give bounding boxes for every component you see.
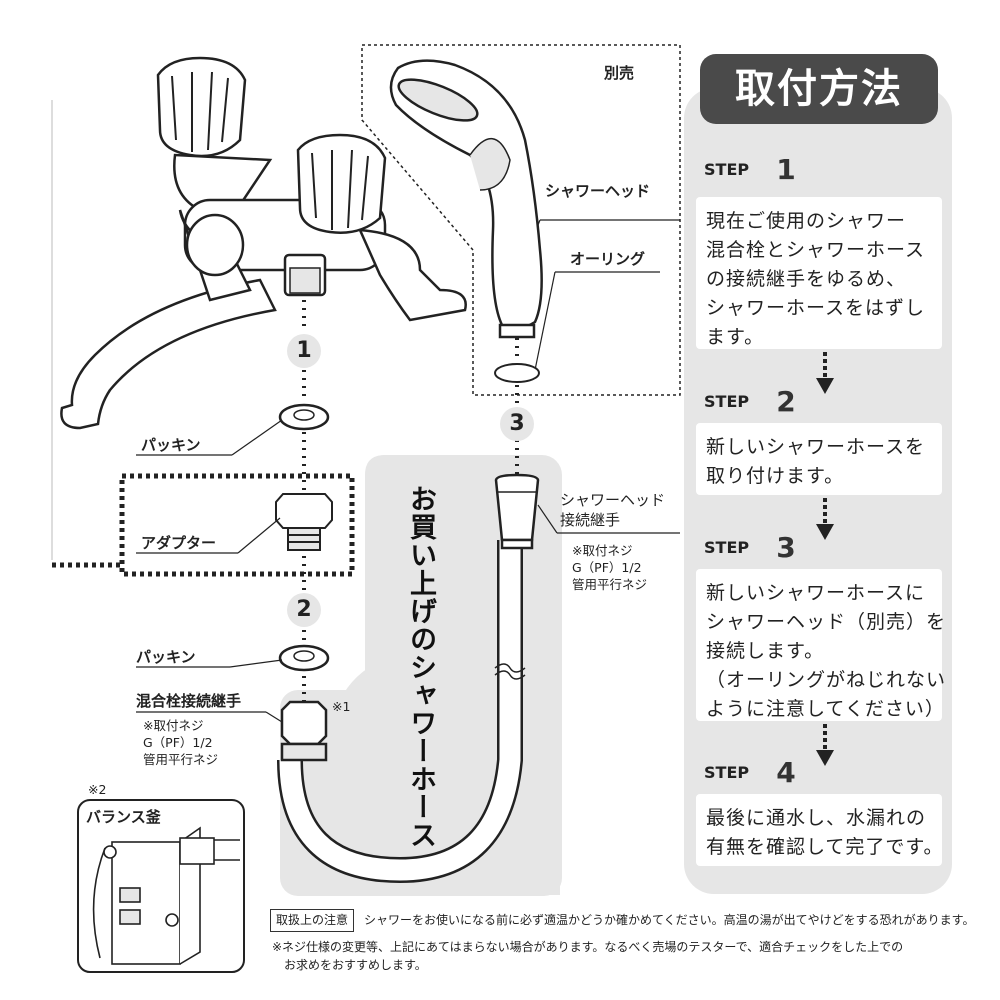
arrow-down-icon — [816, 352, 834, 394]
step-4-box: 最後に通水し、水漏れの 有無を確認して完了です。 — [696, 794, 944, 866]
shower-head-label: シャワーヘッド — [545, 182, 651, 200]
o-ring-label: オーリング — [570, 250, 646, 268]
sold-separately-label: 別売 — [604, 64, 635, 82]
mixer-joint-label: 混合栓接続継手 — [136, 692, 242, 710]
step-3-box: 新しいシャワーホースに シャワーヘッド（別売）を 接続します。 （オーリングがね… — [696, 569, 947, 721]
packing-label: パッキン — [141, 436, 201, 454]
step-number: 3 — [766, 528, 806, 568]
arrow-down-icon — [816, 724, 834, 766]
arrow-down-icon — [816, 498, 834, 540]
step-number: 1 — [766, 150, 806, 190]
footnote-mark-2: ※2 — [88, 782, 107, 797]
step-marker-3: 3 — [500, 407, 534, 441]
step-4-text: 最後に通水し、水漏れの 有無を確認して完了です。 — [706, 807, 944, 858]
step-2-box: 新しいシャワーホースを 取り付けます。 — [696, 423, 942, 495]
shower-head-drawing — [389, 59, 543, 339]
step-word: STEP — [704, 538, 750, 557]
head-joint-note: ※取付ネジ G（PF）1/2 管用平行ネジ — [572, 543, 648, 592]
step-number: 2 — [766, 382, 806, 422]
step-word: STEP — [704, 763, 750, 782]
step-1-text: 現在ご使用のシャワー 混合栓とシャワーホース の接続継手をゆるめ、 シャワーホー… — [706, 210, 926, 348]
step-marker-1: 1 — [287, 334, 321, 368]
hose-title: お買い上げのシャワーホース — [405, 485, 436, 849]
caution-tag: 取扱上の注意 — [270, 909, 355, 932]
step-marker-2: 2 — [287, 593, 321, 627]
balance-pot-label: バランス釜 — [86, 808, 161, 826]
faucet-drawing — [60, 56, 467, 430]
step-word: STEP — [704, 392, 750, 411]
step-1-box: 現在ご使用のシャワー 混合栓とシャワーホース の接続継手をゆるめ、 シャワーホー… — [696, 197, 942, 349]
packing-label: パッキン — [136, 648, 196, 666]
adapter-part — [275, 493, 333, 551]
balance-pot-drawing — [92, 826, 240, 965]
step-word: STEP — [704, 160, 750, 179]
caution-text: シャワーをお使いになる前に必ず適温かどうか確かめてください。高温の湯が出てやけど… — [364, 913, 975, 927]
footnote-mark-1: ※1 — [332, 699, 351, 714]
mixer-joint-note: ※取付ネジ G（PF）1/2 管用平行ネジ — [143, 718, 219, 767]
adapter-label: アダプター — [141, 534, 217, 552]
o-ring — [494, 363, 540, 383]
sold-separately-frame — [361, 44, 681, 396]
head-joint-label: シャワーヘッド 接続継手 — [560, 491, 666, 529]
step-2-text: 新しいシャワーホースを 取り付けます。 — [706, 436, 926, 487]
footnote-text: ※ネジ仕様の変更等、上記にあてはまらない場合があります。なるべく売場のテスターで… — [272, 940, 904, 972]
panel-title: 取付方法 — [700, 54, 938, 124]
step-number: 4 — [766, 753, 806, 793]
adapter-box — [119, 473, 355, 577]
step-3-text: 新しいシャワーホースに シャワーヘッド（別売）を 接続します。 （オーリングがね… — [706, 582, 947, 720]
